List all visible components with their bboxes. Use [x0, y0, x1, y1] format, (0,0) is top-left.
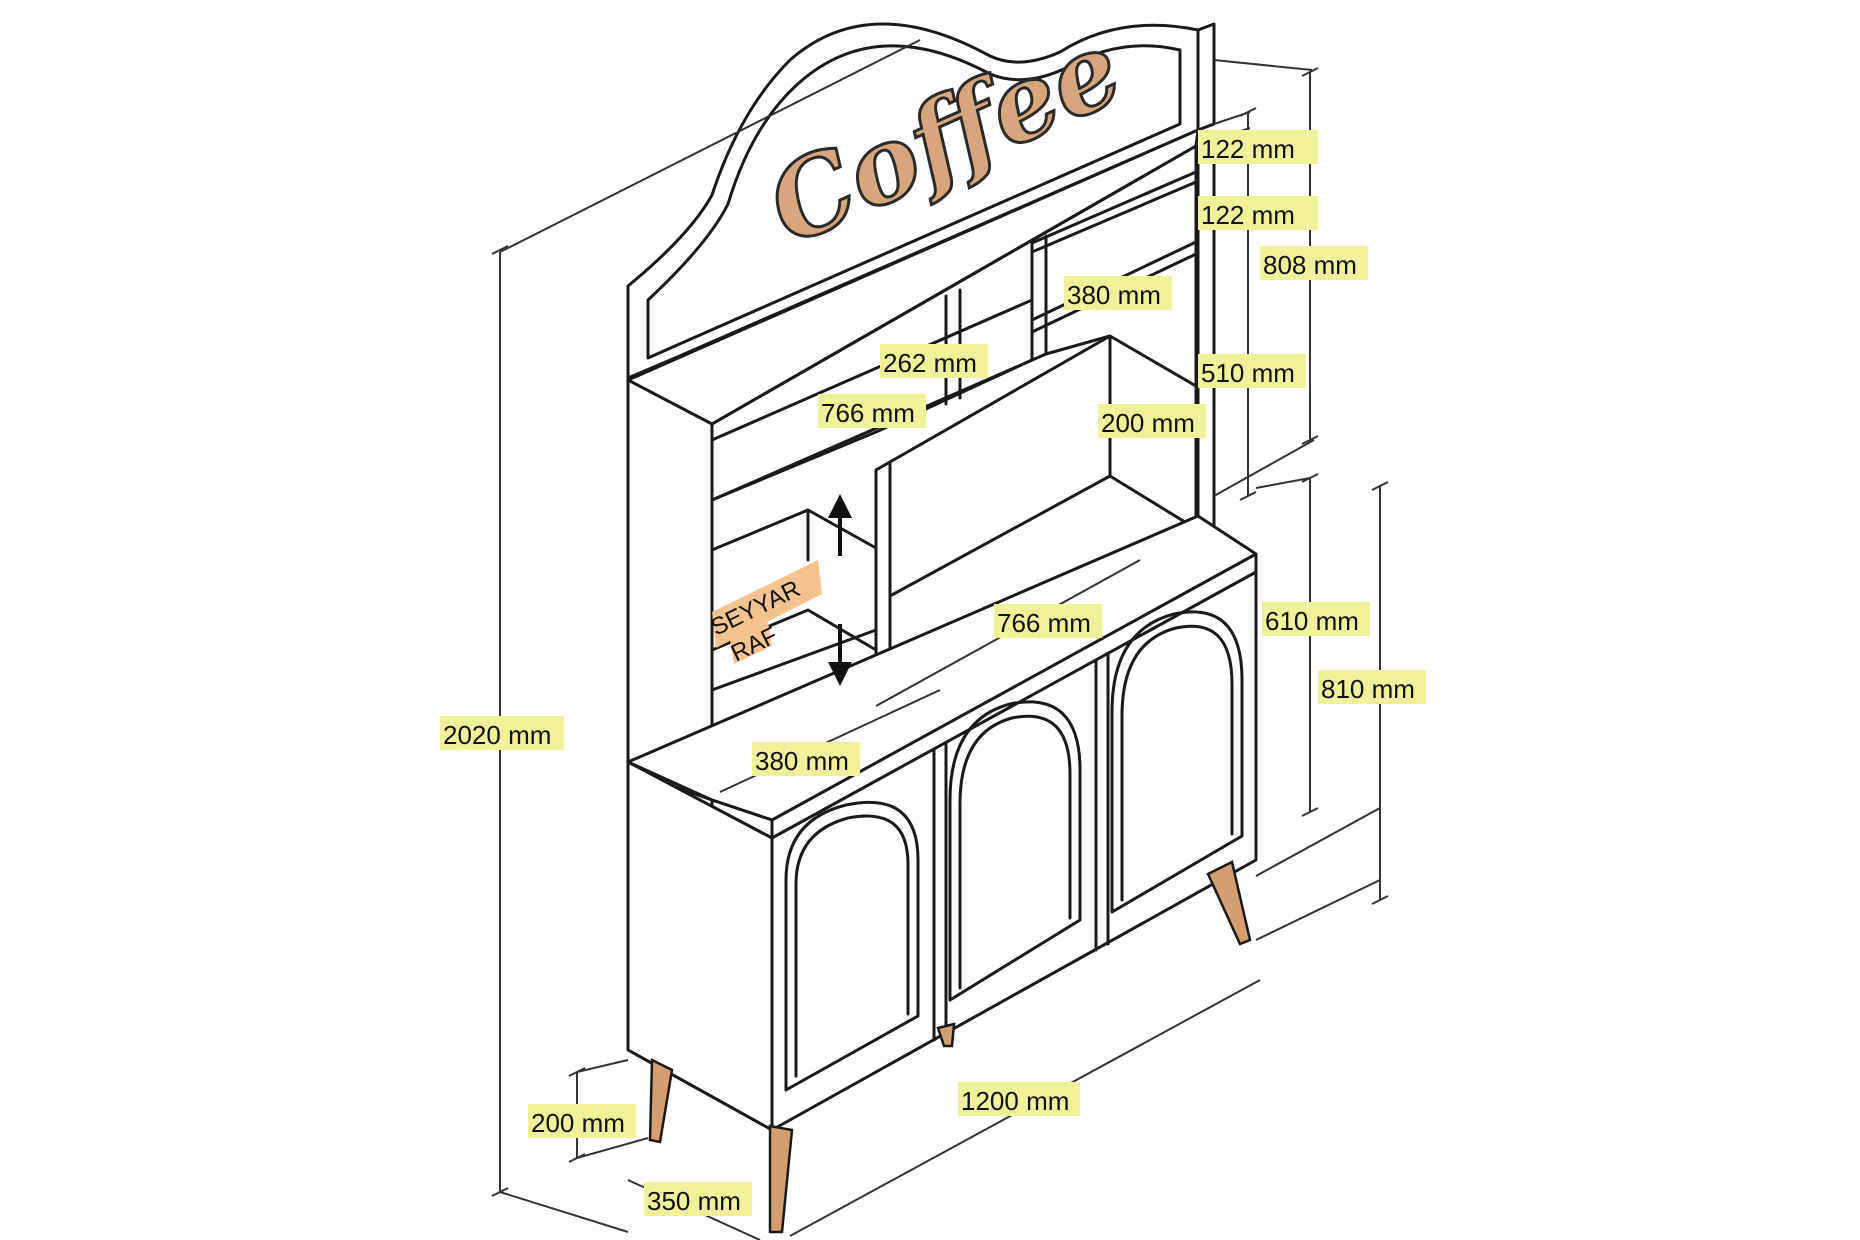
svg-text:200 mm: 200 mm	[531, 1108, 625, 1138]
dim-2020: 2020 mm	[440, 716, 564, 750]
door-divider-1	[932, 742, 948, 1042]
leg-front-right	[1206, 860, 1252, 946]
dim-808: 808 mm	[1260, 246, 1368, 280]
dim-200-leg: 200 mm	[528, 1104, 636, 1138]
dim-262: 262 mm	[880, 344, 988, 378]
svg-text:380 mm: 380 mm	[755, 746, 849, 776]
tv-bay-floor	[874, 334, 1198, 520]
dim-610: 610 mm	[1262, 602, 1370, 636]
leg-front-middle	[768, 1124, 794, 1234]
dim-380-mid: 380 mm	[752, 742, 860, 776]
dim-810: 810 mm	[1318, 670, 1426, 704]
svg-text:122 mm: 122 mm	[1201, 134, 1295, 164]
upper-divider	[1030, 234, 1048, 362]
crown-board-inner	[646, 44, 1182, 360]
door-right-arch-inner	[1120, 624, 1234, 902]
dimension-lines	[491, 39, 1389, 1240]
small-shelf-1	[710, 508, 878, 552]
svg-text:766 mm: 766 mm	[997, 608, 1091, 638]
shelf-tag-highlight-2	[730, 622, 772, 664]
svg-text:262 mm: 262 mm	[883, 348, 977, 378]
arrow-down-icon	[828, 624, 852, 686]
svg-text:810 mm: 810 mm	[1321, 674, 1415, 704]
dim-200-top: 200 mm	[1098, 404, 1206, 438]
door-divider-2	[1094, 652, 1110, 952]
dim-122-b: 122 mm	[1198, 196, 1318, 230]
door-middle-arch[interactable]	[948, 700, 1082, 1002]
svg-text:2020 mm: 2020 mm	[443, 720, 551, 750]
svg-text:122 mm: 122 mm	[1201, 200, 1295, 230]
leg-back-middle	[936, 1022, 956, 1048]
crown-board-side	[1196, 22, 1216, 132]
tv-bay-back	[888, 474, 1200, 598]
dimension-labels: 2020 mm 122 mm 122 mm 808 mm 380 mm 510 …	[440, 130, 1426, 1216]
dim-510: 510 mm	[1198, 354, 1306, 388]
svg-text:766 mm: 766 mm	[821, 398, 915, 428]
leg-front-left	[648, 1058, 674, 1144]
svg-text:1200 mm: 1200 mm	[961, 1086, 1069, 1116]
svg-text:350 mm: 350 mm	[647, 1186, 741, 1216]
door-right-arch[interactable]	[1110, 610, 1244, 914]
door-left-arch-inner	[794, 814, 910, 1078]
shelf-tag-highlight	[712, 560, 822, 648]
svg-text:510 mm: 510 mm	[1201, 358, 1295, 388]
dim-122-a: 122 mm	[1198, 130, 1318, 164]
svg-text:380 mm: 380 mm	[1067, 280, 1161, 310]
upper-shelf-1	[1030, 170, 1198, 254]
dim-350: 350 mm	[644, 1182, 752, 1216]
dim-1200: 1200 mm	[958, 1082, 1080, 1116]
svg-text:610 mm: 610 mm	[1265, 606, 1359, 636]
arrow-up-icon	[828, 494, 852, 556]
dim-766-top: 766 mm	[818, 394, 926, 428]
dim-766-mid: 766 mm	[994, 604, 1102, 638]
svg-text:808 mm: 808 mm	[1263, 250, 1357, 280]
dim-380-top: 380 mm	[1064, 276, 1172, 310]
svg-text:200 mm: 200 mm	[1101, 408, 1195, 438]
door-middle-arch-inner	[958, 714, 1072, 990]
door-left-arch[interactable]	[784, 800, 920, 1092]
